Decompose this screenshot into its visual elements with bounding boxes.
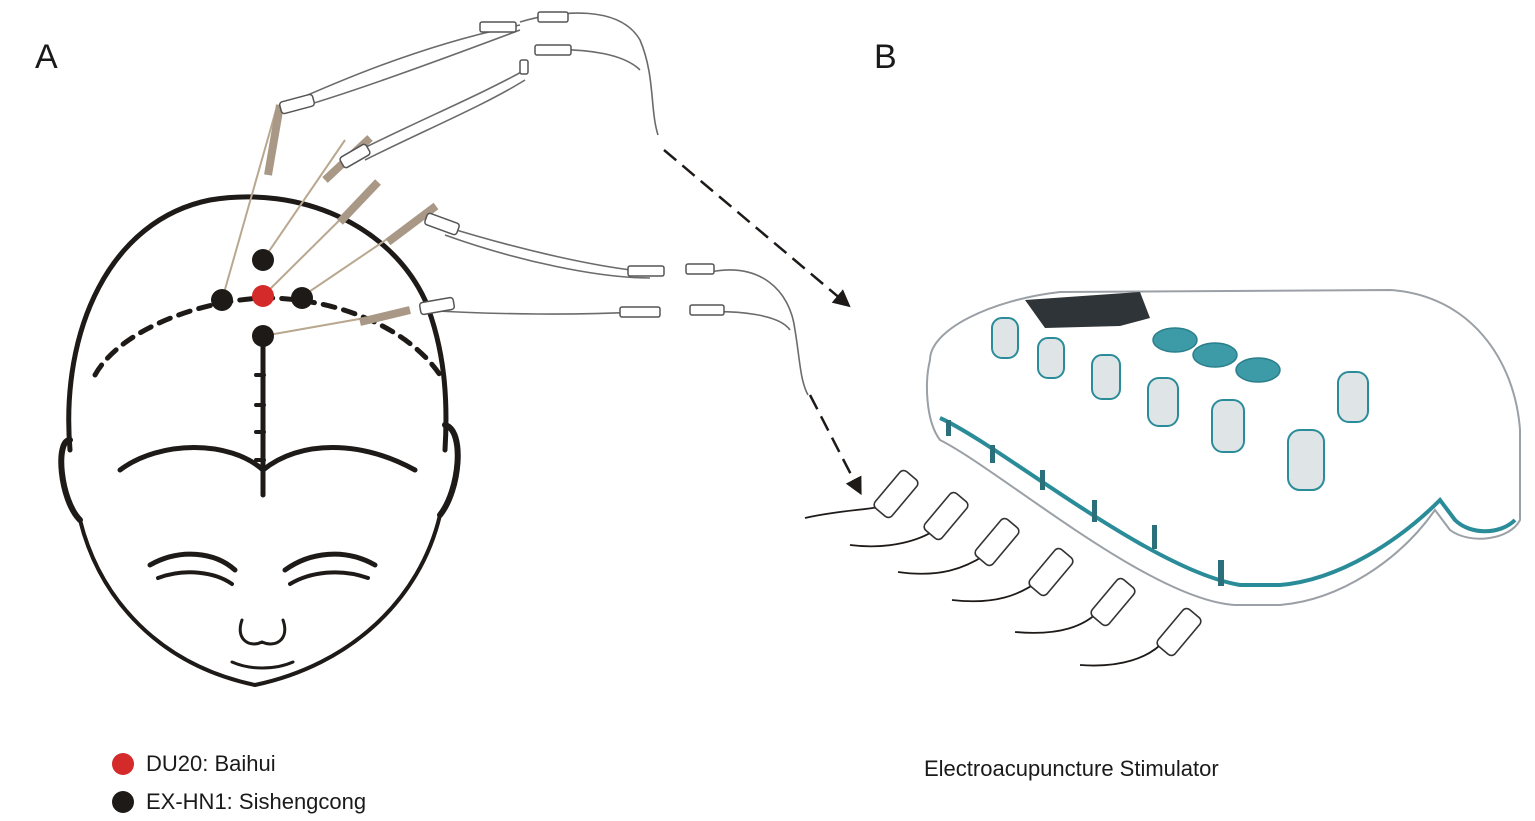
legend-label-du20: DU20: Baihui bbox=[146, 751, 276, 776]
arrow-to-leads bbox=[808, 394, 862, 496]
acupoint-baihui bbox=[252, 285, 274, 307]
legend-item-ex-hn1: EX-HN1: Sishengcong bbox=[112, 783, 366, 821]
connection-arrows bbox=[663, 149, 862, 496]
legend-label-ex-hn1: EX-HN1: Sishengcong bbox=[146, 789, 367, 814]
acupoint-legend: DU20: Baihui EX-HN1: Sishengcong bbox=[112, 745, 366, 821]
electrode-clips bbox=[278, 11, 725, 318]
panel-label-a: A bbox=[35, 38, 58, 76]
device-caption: Electroacupuncture Stimulator bbox=[924, 756, 1219, 781]
device-ports bbox=[946, 420, 1224, 586]
device-knobs bbox=[991, 317, 1369, 491]
head-illustration bbox=[58, 194, 461, 688]
acupoint-sishengcong-posterior bbox=[252, 325, 274, 347]
acupoints bbox=[211, 249, 313, 347]
red-dot-icon bbox=[112, 753, 134, 775]
acupoint-sishengcong-right bbox=[291, 287, 313, 309]
legend-item-du20: DU20: Baihui bbox=[112, 745, 366, 783]
acupoint-sishengcong-left bbox=[211, 289, 233, 311]
output-lead-connectors bbox=[873, 469, 1202, 657]
acupoint-sishengcong-anterior bbox=[252, 249, 274, 271]
device-buttons bbox=[1152, 327, 1281, 383]
arrow-to-device bbox=[663, 149, 851, 308]
black-dot-icon bbox=[112, 791, 134, 813]
electroacupuncture-device bbox=[926, 288, 1521, 606]
panel-label-b: B bbox=[874, 38, 897, 76]
